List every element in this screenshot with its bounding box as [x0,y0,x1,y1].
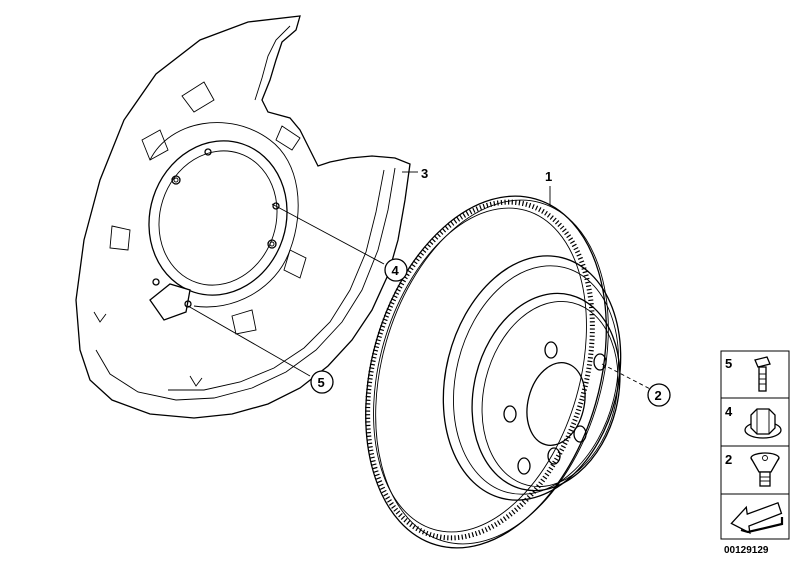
callout-2: 2 [655,388,662,403]
leader-lines [187,171,657,393]
callout-4: 4 [392,263,400,278]
callout-3: 3 [421,166,428,181]
navigation-arrow-icon[interactable] [729,501,784,536]
part-callouts: 1 2 3 4 5 [310,166,671,407]
leader-line-4 [271,203,385,265]
countersunk-screw-icon [750,452,780,487]
callout-5: 5 [318,375,325,390]
callout-circle-5 [310,370,334,394]
callout-1: 1 [545,169,552,184]
brake-disc [365,195,622,549]
bolt-icon [754,356,771,392]
leader-line-5 [187,305,311,377]
hex-flange-nut-icon [744,408,782,439]
callout-circle-4 [384,258,408,282]
legend-number-5: 5 [725,356,732,371]
brake-dust-shield [75,15,411,419]
callout-circle-2 [647,383,671,407]
diagram-reference-number: 00129129 [724,545,769,556]
fastener-legend: 5 4 2 [720,350,790,540]
leader-line-2 [601,363,657,393]
legend-number-2: 2 [725,452,732,467]
legend-number-4: 4 [725,404,733,419]
